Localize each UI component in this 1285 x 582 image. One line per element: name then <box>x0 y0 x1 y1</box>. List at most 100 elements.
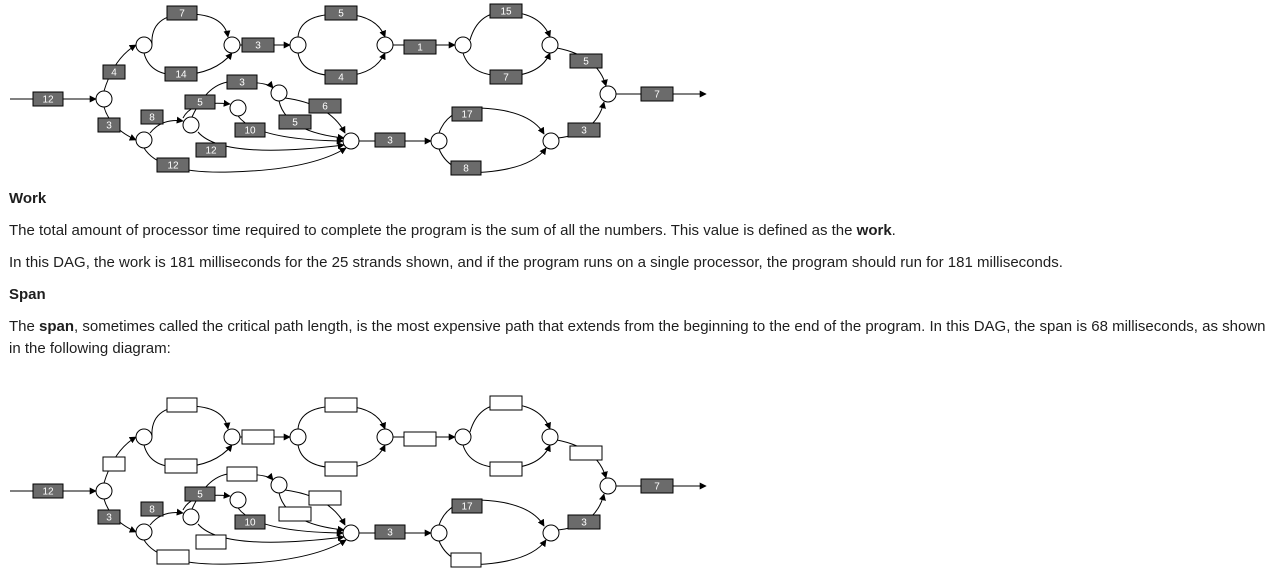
strand-box <box>102 64 126 80</box>
strand-box <box>640 478 674 494</box>
dag-node <box>430 524 448 542</box>
strand-box <box>324 461 358 477</box>
strand-box <box>308 98 342 114</box>
strand-label: 10 <box>244 126 256 137</box>
strand-box <box>324 5 358 21</box>
work-heading: Work <box>9 190 47 207</box>
strand-label: 12 <box>42 487 54 498</box>
work-value-paragraph: In this DAG, the work is 181 millisecond… <box>9 254 1063 271</box>
strand-box <box>241 429 275 445</box>
dag-node <box>599 477 617 495</box>
dag-node <box>135 36 153 54</box>
strand-box <box>102 456 126 472</box>
dag-node <box>430 132 448 150</box>
dag-node <box>289 428 307 446</box>
strand-edge <box>103 44 137 92</box>
dag-node <box>342 132 360 150</box>
strand-box <box>489 395 523 411</box>
strand-box <box>156 549 190 565</box>
work-term: work <box>856 222 892 239</box>
strand-label: 3 <box>387 528 393 539</box>
strand-box <box>226 466 258 482</box>
dag-node <box>599 85 617 103</box>
strand-label: 3 <box>255 41 261 52</box>
span-definition-start: The <box>9 318 40 335</box>
strand-label: 14 <box>175 70 187 81</box>
work-definition-paragraph: The total amount of processor time requi… <box>9 220 896 242</box>
dag-node <box>270 476 288 494</box>
strand-label: 7 <box>503 73 509 84</box>
strand-box <box>374 524 406 540</box>
strand-label: 8 <box>149 505 155 516</box>
strand-box <box>234 122 266 138</box>
dag-node <box>135 523 153 541</box>
strand-edge <box>237 507 344 537</box>
strand-box <box>195 142 227 158</box>
dag-node <box>376 428 394 446</box>
strand-box <box>451 498 483 514</box>
strand-box <box>278 114 312 130</box>
strand-label: 3 <box>106 513 112 524</box>
dag-node <box>541 36 559 54</box>
dag-node <box>135 428 153 446</box>
strand-box <box>489 3 523 19</box>
dag-node <box>376 36 394 54</box>
strand-edge <box>149 116 184 134</box>
strand-label: 12 <box>42 95 54 106</box>
strand-label: 8 <box>149 113 155 124</box>
strand-box <box>184 94 216 110</box>
span-definition-text: , sometimes called the critical path len… <box>9 318 1266 357</box>
strand-box <box>403 431 437 447</box>
strand-label: 3 <box>106 121 112 132</box>
strand-edge <box>197 523 345 543</box>
work-definition-text: The total amount of processor time requi… <box>9 222 857 239</box>
strand-box <box>32 91 64 107</box>
strand-label: 3 <box>239 78 245 89</box>
dag-node <box>223 36 241 54</box>
strand-label: 5 <box>292 118 298 129</box>
strand-box <box>450 160 482 176</box>
strand-label: 3 <box>581 518 587 529</box>
strand-box <box>450 552 482 568</box>
strand-box <box>140 109 164 125</box>
strand-box <box>403 39 437 55</box>
strand-label: 4 <box>338 73 344 84</box>
strand-edge <box>438 147 547 173</box>
strand-edge <box>197 131 345 151</box>
dag-node <box>541 428 559 446</box>
strand-box <box>640 86 674 102</box>
strand-label: 5 <box>583 57 589 68</box>
dag-node <box>95 482 113 500</box>
strand-box <box>278 506 312 522</box>
strand-label: 5 <box>338 9 344 20</box>
dag-node <box>542 132 560 150</box>
strand-box <box>374 132 406 148</box>
strand-label: 3 <box>387 136 393 147</box>
strand-edge <box>149 508 184 526</box>
strand-box <box>241 37 275 53</box>
strand-box <box>156 157 190 173</box>
strand-box <box>195 534 227 550</box>
strand-box <box>308 490 342 506</box>
strand-box <box>567 122 601 138</box>
dag-node <box>454 428 472 446</box>
span-term: span <box>39 318 75 335</box>
strand-box <box>166 397 198 413</box>
strand-label: 1 <box>417 43 423 54</box>
dag-node <box>229 491 247 509</box>
span-heading: Span <box>9 286 46 303</box>
strand-box <box>140 501 164 517</box>
strand-label: 7 <box>179 9 185 20</box>
dag-node <box>95 90 113 108</box>
strand-label: 10 <box>244 518 256 529</box>
strand-label: 6 <box>322 102 328 113</box>
strand-label: 7 <box>654 482 660 493</box>
strand-box <box>324 397 358 413</box>
strand-label: 15 <box>500 7 512 18</box>
strand-box <box>489 461 523 477</box>
dag-node <box>135 131 153 149</box>
strand-label: 17 <box>461 502 473 513</box>
dag-node <box>342 524 360 542</box>
dag-node <box>182 508 200 526</box>
